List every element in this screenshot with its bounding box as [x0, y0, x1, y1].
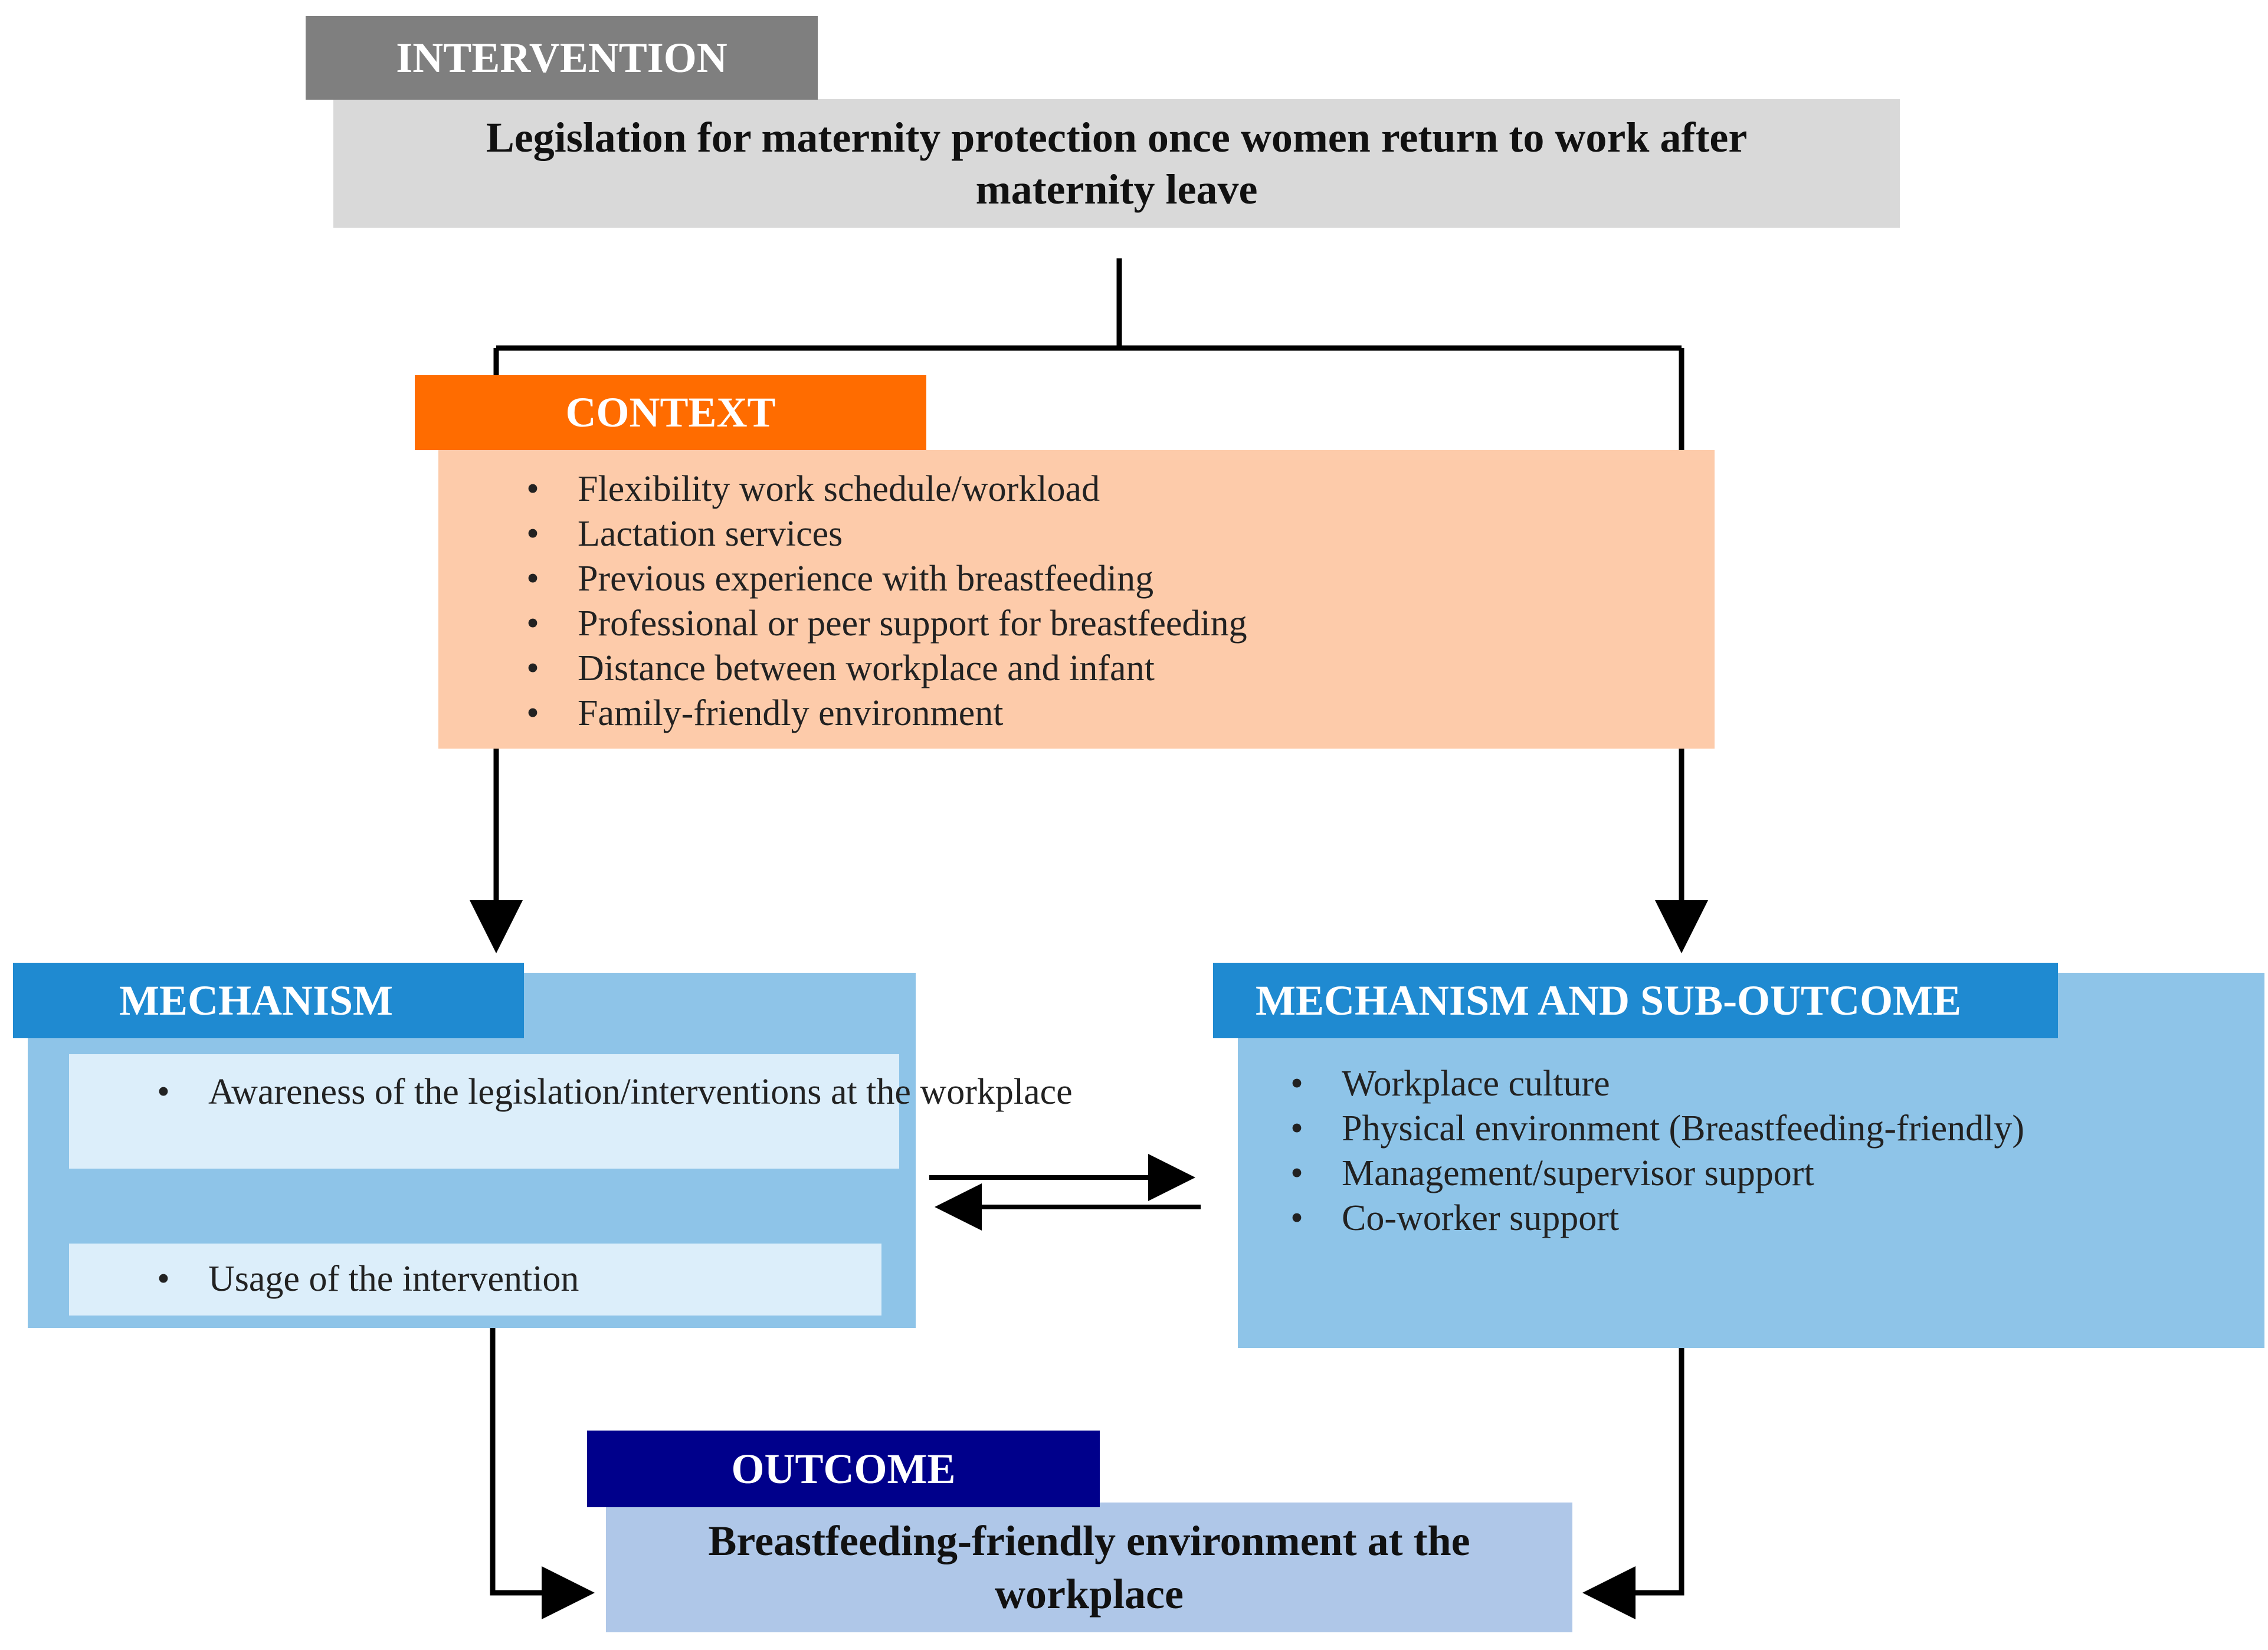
list-item: •Flexibility work schedule/workload [526, 469, 1100, 509]
outcome-text: Breastfeeding-friendly environment at th… [708, 1517, 1470, 1618]
context-list: •Flexibility work schedule/workload •Lac… [521, 467, 1715, 736]
list-item: •Usage of the intervention [157, 1259, 579, 1299]
list-item: •Lactation services [526, 514, 843, 554]
mechanism-item-usage: •Usage of the intervention [69, 1244, 881, 1316]
arrow-mechanism-to-outcome [490, 1328, 595, 1619]
mechanism-sub-outcome-header: MECHANISM AND SUB-OUTCOME [1213, 963, 2058, 1038]
list-item: •Distance between workplace and infant [526, 648, 1155, 688]
outcome-title: OUTCOME [731, 1445, 956, 1492]
mechanism-sub-outcome-title: MECHANISM AND SUB-OUTCOME [1256, 976, 1962, 1024]
intervention-header: INTERVENTION [306, 16, 818, 100]
list-item: •Professional or peer support for breast… [526, 603, 1247, 644]
intervention-box: Legislation for maternity protection onc… [333, 99, 1900, 228]
context-box: •Flexibility work schedule/workload •Lac… [438, 450, 1715, 749]
mechanism-sub-outcome-list: •Workplace culture •Physical environment… [1285, 1061, 2264, 1241]
mechanism-header: MECHANISM [13, 963, 524, 1038]
mechanism-item-awareness: •Awareness of the legislation/interventi… [69, 1054, 1073, 1169]
list-item: •Workplace culture [1290, 1064, 1610, 1104]
list-item: •Family-friendly environment [526, 693, 1004, 733]
intervention-text: Legislation for maternity protection onc… [486, 114, 1748, 213]
arrow-mso-to-outcome [1582, 1348, 1684, 1619]
mechanism-title: MECHANISM [119, 976, 393, 1024]
list-item: •Management/supervisor support [1290, 1153, 1814, 1193]
context-header: CONTEXT [415, 375, 926, 450]
outcome-box: Breastfeeding-friendly environment at th… [606, 1503, 1572, 1632]
outcome-header: OUTCOME [587, 1431, 1100, 1507]
list-item: •Physical environment (Breastfeeding-fri… [1290, 1108, 2024, 1149]
intervention-title: INTERVENTION [396, 34, 727, 81]
list-item: •Awareness of the legislation/interventi… [157, 1072, 1073, 1112]
list-item: •Previous experience with breastfeeding [526, 559, 1154, 599]
context-title: CONTEXT [565, 389, 776, 436]
list-item: •Co-worker support [1290, 1198, 1620, 1238]
